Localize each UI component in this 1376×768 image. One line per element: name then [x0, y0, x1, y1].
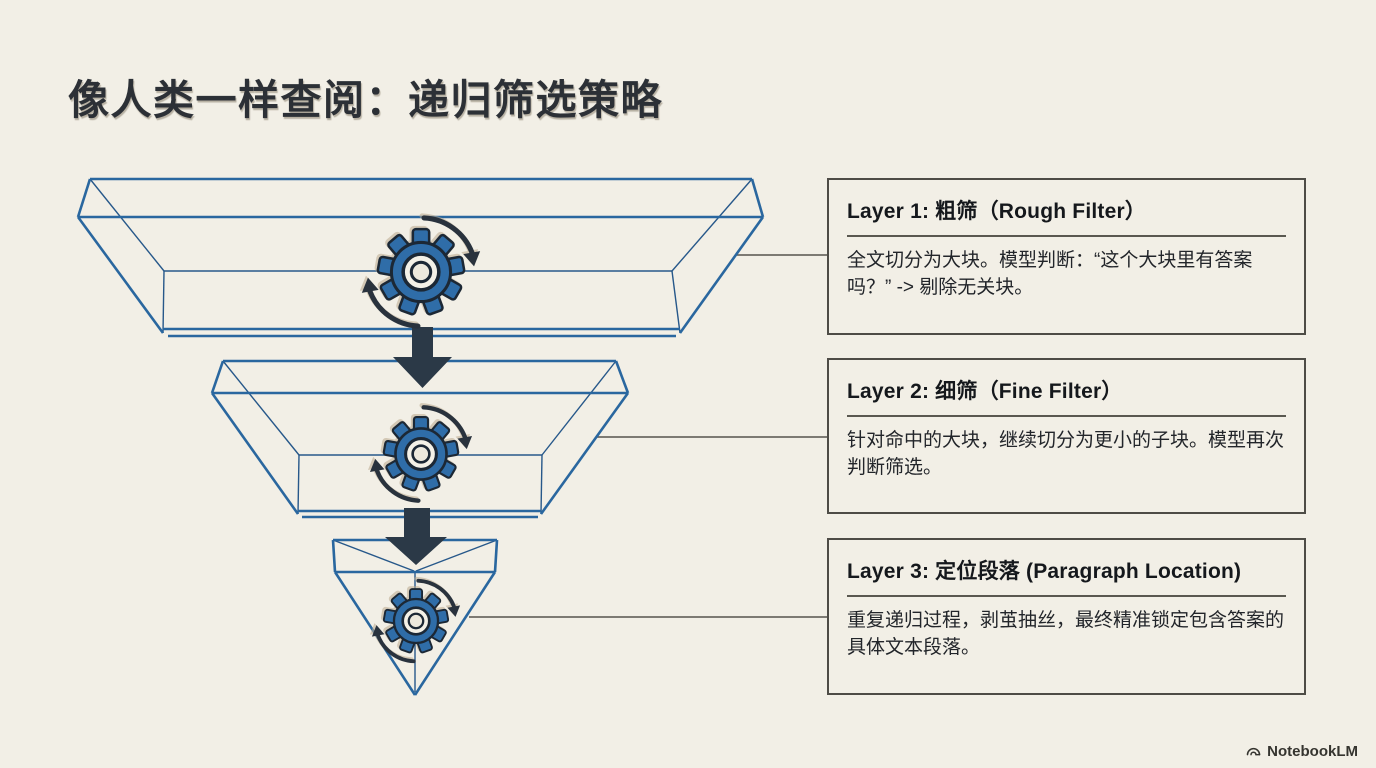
layer-2-description: 针对命中的大块，继续切分为更小的子块。模型再次判断筛选。	[847, 430, 1285, 478]
down-arrow-2	[385, 508, 447, 565]
layer-1-description: 全文切分为大块。模型判断：“这个大块里有答案吗？” -> 剔除无关块。	[847, 250, 1253, 298]
divider	[847, 595, 1286, 597]
gear-icon	[362, 218, 480, 326]
layer-1-box: Layer 1: 粗筛（Rough Filter） 全文切分为大块。模型判断：“…	[827, 178, 1306, 335]
page-title: 像人类一样查阅：递归筛选策略	[68, 77, 663, 123]
down-arrow-1	[393, 327, 452, 388]
layer-3-title: Layer 3: 定位段落 (Paragraph Location)	[847, 560, 1242, 583]
notebooklm-logo-icon	[1246, 747, 1261, 756]
watermark: NotebookLM	[1245, 743, 1358, 760]
layer-2-box: Layer 2: 细筛（Fine Filter） 针对命中的大块，继续切分为更小…	[827, 358, 1306, 514]
watermark-label: NotebookLM	[1267, 743, 1358, 760]
gear-icon	[370, 578, 462, 664]
gear-icon	[370, 407, 472, 500]
divider	[847, 415, 1286, 417]
layer-1-title: Layer 1: 粗筛（Rough Filter）	[847, 200, 1147, 223]
layer-2-title: Layer 2: 细筛（Fine Filter）	[847, 380, 1123, 403]
divider	[847, 235, 1286, 237]
layer-3-description: 重复递归过程，剥茧抽丝，最终精准锁定包含答案的具体文本段落。	[847, 610, 1285, 658]
layer-3-box: Layer 3: 定位段落 (Paragraph Location) 重复递归过…	[827, 538, 1306, 695]
